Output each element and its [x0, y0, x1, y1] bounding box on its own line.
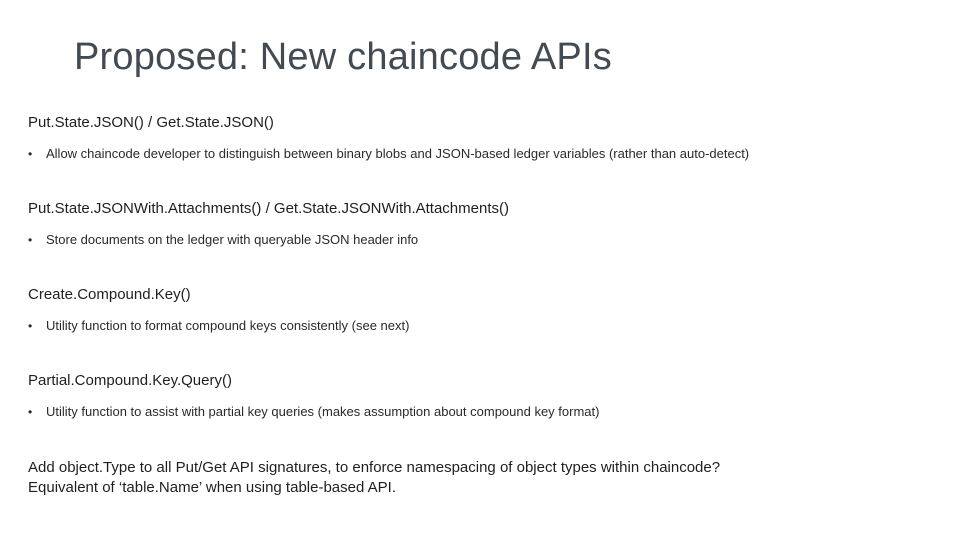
bullet-item: • Utility function to format compound ke… [28, 318, 928, 334]
api-section: Put.State.JSONWith.Attachments() / Get.S… [28, 200, 928, 248]
bullet-item: • Allow chaincode developer to distingui… [28, 146, 928, 162]
bullet-item: • Utility function to assist with partia… [28, 404, 928, 420]
api-section: Partial.Compound.Key.Query() • Utility f… [28, 372, 928, 420]
bullet-dot: • [28, 147, 33, 161]
bullet-text: Allow chaincode developer to distinguish… [46, 146, 750, 161]
api-heading: Put.State.JSON() / Get.State.JSON() [28, 114, 274, 131]
bullet-dot: • [28, 405, 33, 419]
bullet-text: Utility function to assist with partial … [46, 404, 600, 419]
bullet-dot: • [28, 233, 33, 247]
api-heading: Create.Compound.Key() [28, 286, 191, 303]
slide-title: Proposed: New chaincode APIs [74, 36, 612, 78]
api-heading: Put.State.JSONWith.Attachments() / Get.S… [28, 200, 509, 217]
bullet-text: Utility function to format compound keys… [46, 318, 410, 333]
bullet-text: Store documents on the ledger with query… [46, 232, 419, 247]
closing-note: Add object.Type to all Put/Get API signa… [28, 458, 720, 498]
closing-line: Equivalent of ‘table.Name’ when using ta… [28, 479, 397, 496]
bullet-item: • Store documents on the ledger with que… [28, 232, 928, 248]
api-section: Create.Compound.Key() • Utility function… [28, 286, 928, 334]
bullet-dot: • [28, 319, 33, 333]
closing-line: Add object.Type to all Put/Get API signa… [28, 459, 721, 476]
api-section: Put.State.JSON() / Get.State.JSON() • Al… [28, 114, 928, 162]
api-heading: Partial.Compound.Key.Query() [28, 372, 232, 389]
